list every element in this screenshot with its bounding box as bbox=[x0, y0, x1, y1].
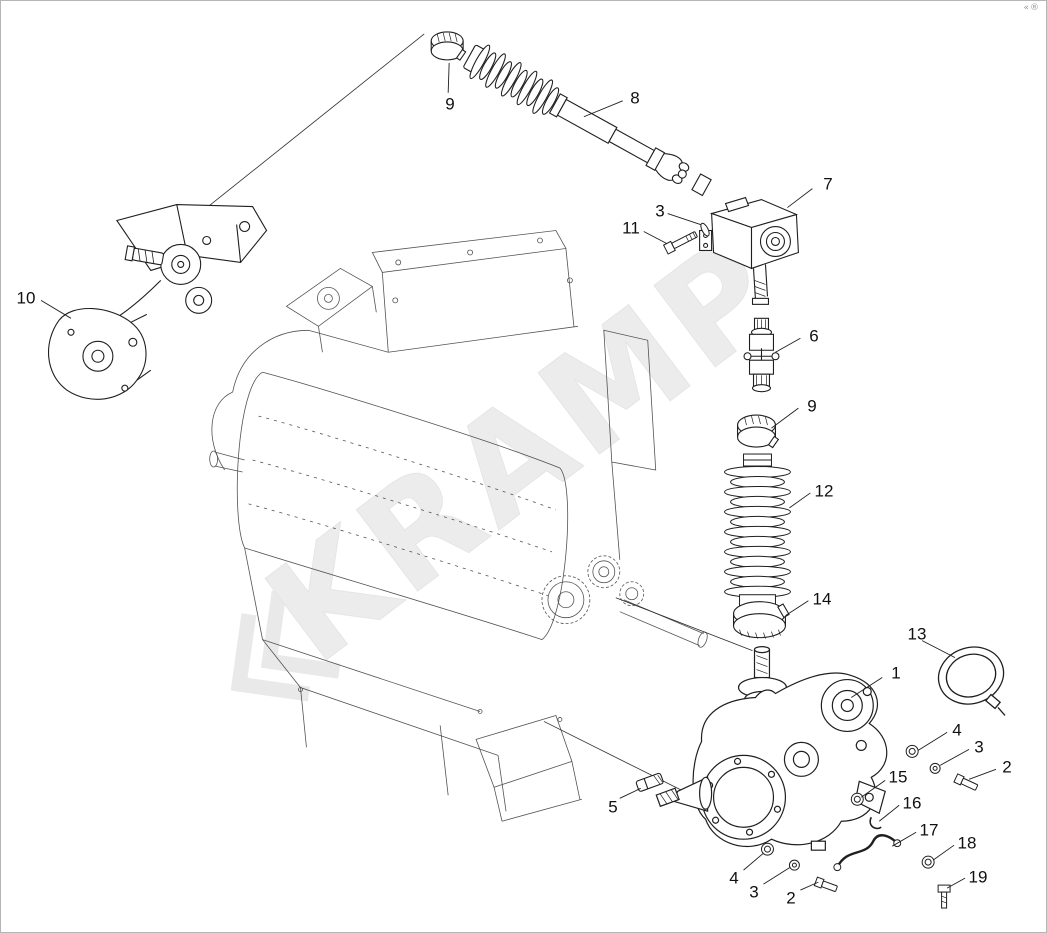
callout-17: 17 bbox=[919, 820, 939, 840]
universal-joint-6 bbox=[743, 317, 780, 393]
callout-16: 16 bbox=[902, 793, 922, 813]
fasteners-right bbox=[833, 744, 979, 909]
callout-18: 18 bbox=[957, 833, 977, 853]
kramp-watermark: KRAMP bbox=[230, 205, 812, 702]
callout-4-right: 4 bbox=[952, 720, 962, 740]
fasteners-bottom bbox=[760, 842, 838, 892]
corner-mark: «® bbox=[1023, 3, 1040, 13]
callout-2-bottom: 2 bbox=[786, 888, 796, 908]
callout-8: 8 bbox=[630, 88, 640, 108]
callout-10: 10 bbox=[16, 288, 36, 308]
watermark-arrow-icon bbox=[230, 590, 341, 702]
drive-pin-5 bbox=[635, 772, 664, 792]
watermark-text: KRAMP bbox=[238, 205, 811, 693]
callout-11: 11 bbox=[622, 218, 640, 238]
hose-clamp-middle-9 bbox=[736, 414, 780, 449]
callout-3-upper: 3 bbox=[655, 201, 665, 221]
callout-6: 6 bbox=[809, 326, 819, 346]
callout-1: 1 bbox=[891, 663, 901, 683]
callout-12: 12 bbox=[814, 481, 834, 501]
callout-2-right: 2 bbox=[1002, 757, 1012, 777]
callout-13: 13 bbox=[907, 624, 927, 644]
callout-4-bottom: 4 bbox=[729, 868, 739, 888]
callout-5: 5 bbox=[608, 797, 618, 817]
callout-3-right: 3 bbox=[974, 737, 984, 757]
drive-shaft-8 bbox=[463, 44, 712, 197]
callout-19: 19 bbox=[968, 867, 988, 887]
clamp-ring-13 bbox=[937, 646, 1006, 716]
callout-9-middle: 9 bbox=[807, 396, 817, 416]
callout-9-top: 9 bbox=[445, 94, 455, 114]
tensioner-assembly-10 bbox=[48, 204, 268, 400]
protective-bellows-12 bbox=[724, 453, 791, 607]
callout-7: 7 bbox=[823, 174, 833, 194]
hose-clamp-top-9 bbox=[430, 31, 467, 61]
chopper-machine-body bbox=[209, 230, 708, 822]
callout-14: 14 bbox=[812, 589, 832, 609]
leader-lines bbox=[40, 62, 997, 891]
callout-3-bottom: 3 bbox=[749, 882, 759, 902]
hose-clamp-lower-14 bbox=[732, 601, 790, 639]
upper-gearbox-7 bbox=[699, 196, 799, 305]
main-gearbox-1 bbox=[655, 646, 888, 851]
callout-15: 15 bbox=[888, 767, 908, 787]
bolt-11-washer-3 bbox=[662, 222, 710, 255]
